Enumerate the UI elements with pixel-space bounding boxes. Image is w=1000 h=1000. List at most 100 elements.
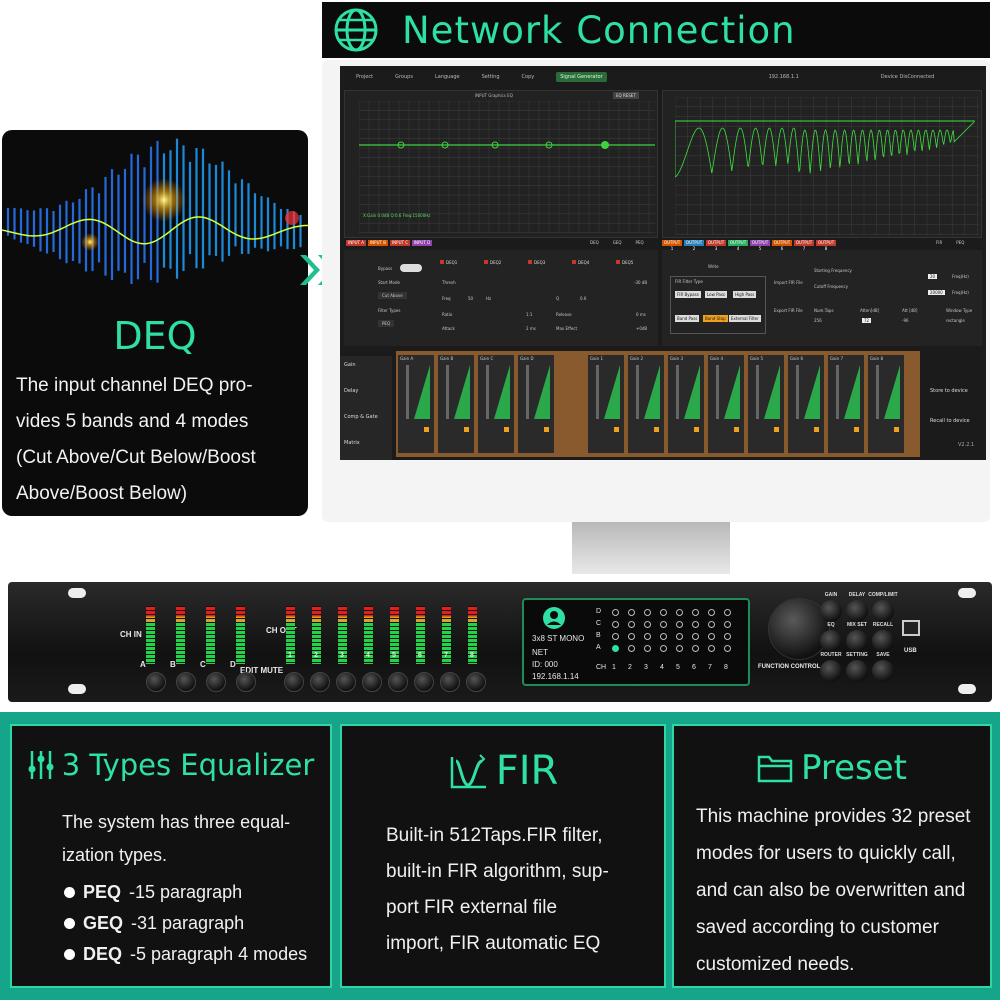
signal-generator-button[interactable]: Signal Generator (556, 72, 607, 82)
channel-mute-button[interactable] (310, 672, 330, 692)
gain-fader[interactable] (716, 365, 719, 419)
function-button[interactable] (820, 630, 842, 652)
window-type-value[interactable]: rectangle (946, 318, 965, 323)
eq-band-node[interactable] (397, 141, 405, 149)
tab-output[interactable]: OUTPUT 7 (794, 240, 814, 251)
q-value[interactable]: 0.6 (580, 296, 587, 301)
deq-band-button[interactable]: DEQ1 (440, 260, 457, 265)
write-button[interactable]: Write (708, 264, 719, 269)
function-button[interactable] (846, 630, 868, 652)
menu-language[interactable]: Language (434, 74, 460, 80)
function-button[interactable] (820, 600, 842, 622)
gain-fader[interactable] (796, 365, 799, 419)
mute-button[interactable] (504, 427, 509, 432)
tab-input[interactable]: INPUT B (368, 240, 388, 246)
function-button[interactable] (846, 660, 868, 682)
tab-peq-out[interactable]: PEQ (956, 240, 965, 245)
gain-fader[interactable] (446, 365, 449, 419)
gain-fader[interactable] (676, 365, 679, 419)
tab-deq[interactable]: DEQ (590, 240, 599, 245)
mute-button[interactable] (694, 427, 699, 432)
channel-mute-button[interactable] (336, 672, 356, 692)
external-filter-button[interactable]: External Filter (729, 315, 761, 322)
mute-button[interactable] (544, 427, 549, 432)
channel-mute-button[interactable] (388, 672, 408, 692)
cutoff-value[interactable]: 20000 (928, 290, 945, 295)
recall-to-device-button[interactable]: Recall to device (930, 418, 970, 424)
menu-groups[interactable]: Groups (395, 74, 413, 80)
filter-types-select[interactable]: PEQ (378, 320, 395, 327)
tab-output[interactable]: OUTPUT 8 (816, 240, 836, 251)
gain-fader[interactable] (526, 365, 529, 419)
import-fir-button[interactable]: Import FIR File (774, 280, 803, 285)
channel-mute-button[interactable] (176, 672, 196, 692)
tab-input[interactable]: INPUT D (412, 240, 432, 246)
eq-band-node[interactable] (601, 141, 609, 149)
start-mode-select[interactable]: Cut Above (378, 292, 407, 299)
low-pass-button[interactable]: Low Pass (705, 291, 727, 298)
function-button[interactable] (872, 630, 894, 652)
channel-mute-button[interactable] (284, 672, 304, 692)
function-button[interactable] (846, 600, 868, 622)
fir-response-graph[interactable] (675, 97, 979, 235)
function-control-knob[interactable] (768, 598, 830, 660)
mute-button[interactable] (654, 427, 659, 432)
channel-mute-button[interactable] (146, 672, 166, 692)
tab-peq[interactable]: PEQ (635, 240, 644, 245)
deq-band-button[interactable]: DEQ5 (616, 260, 633, 265)
gain-fader[interactable] (596, 365, 599, 419)
sidebar-item-matrix[interactable]: Matrix (344, 440, 360, 446)
high-pass-button[interactable]: High Pass (733, 291, 757, 298)
store-to-device-button[interactable]: Store to device (930, 388, 968, 394)
gain-fader[interactable] (636, 365, 639, 419)
eq-graph[interactable] (359, 101, 655, 233)
sidebar-item-comp-gate[interactable]: Comp & Gate (344, 414, 378, 420)
mute-button[interactable] (854, 427, 859, 432)
function-button[interactable] (872, 600, 894, 622)
gain-fader[interactable] (406, 365, 409, 419)
tab-output[interactable]: OUTPUT 1 (662, 240, 682, 251)
mute-button[interactable] (814, 427, 819, 432)
gain-fader[interactable] (756, 365, 759, 419)
channel-mute-button[interactable] (362, 672, 382, 692)
freq-value[interactable]: 50 (468, 296, 474, 301)
tab-output[interactable]: OUTPUT 2 (684, 240, 704, 251)
export-fir-button[interactable]: Export FIR File (774, 308, 803, 313)
menu-project[interactable]: Project (356, 74, 374, 80)
deq-band-button[interactable]: DEQ2 (484, 260, 501, 265)
bypass-toggle[interactable] (400, 264, 422, 272)
eq-band-node[interactable] (491, 141, 499, 149)
sidebar-item-delay[interactable]: Delay (344, 388, 359, 394)
att-value[interactable]: -96 (902, 318, 909, 323)
channel-mute-button[interactable] (440, 672, 460, 692)
eq-reset-button[interactable]: EQ RESET (613, 92, 639, 99)
deq-band-button[interactable]: DEQ4 (572, 260, 589, 265)
channel-mute-button[interactable] (236, 672, 256, 692)
start-freq-value[interactable]: 20 (928, 274, 938, 279)
eq-band-node[interactable] (441, 141, 449, 149)
taps-value[interactable]: 256 (814, 318, 822, 323)
mute-button[interactable] (464, 427, 469, 432)
mute-button[interactable] (734, 427, 739, 432)
tab-output[interactable]: OUTPUT 4 (728, 240, 748, 251)
deq-band-button[interactable]: DEQ3 (528, 260, 545, 265)
tab-geq[interactable]: GEQ (612, 240, 622, 245)
tab-output[interactable]: OUTPUT 3 (706, 240, 726, 251)
tab-input[interactable]: INPUT A (346, 240, 366, 246)
channel-mute-button[interactable] (206, 672, 226, 692)
tab-output[interactable]: OUTPUT 6 (772, 240, 792, 251)
tab-output[interactable]: OUTPUT 5 (750, 240, 770, 251)
tab-input[interactable]: INPUT C (390, 240, 410, 246)
sidebar-item-gain[interactable]: Gain (344, 362, 356, 368)
usb-port[interactable] (902, 620, 920, 636)
menu-copy[interactable]: Copy (521, 74, 535, 80)
mute-button[interactable] (774, 427, 779, 432)
mute-button[interactable] (614, 427, 619, 432)
function-button[interactable] (820, 660, 842, 682)
menu-setting[interactable]: Setting (481, 74, 500, 80)
band-pass-button[interactable]: Band Pass (675, 315, 700, 322)
fir-bypass-button[interactable]: FIR Bypass (675, 291, 701, 298)
channel-mute-button[interactable] (466, 672, 486, 692)
mute-button[interactable] (424, 427, 429, 432)
band-stop-button[interactable]: Band Stop (703, 315, 728, 322)
